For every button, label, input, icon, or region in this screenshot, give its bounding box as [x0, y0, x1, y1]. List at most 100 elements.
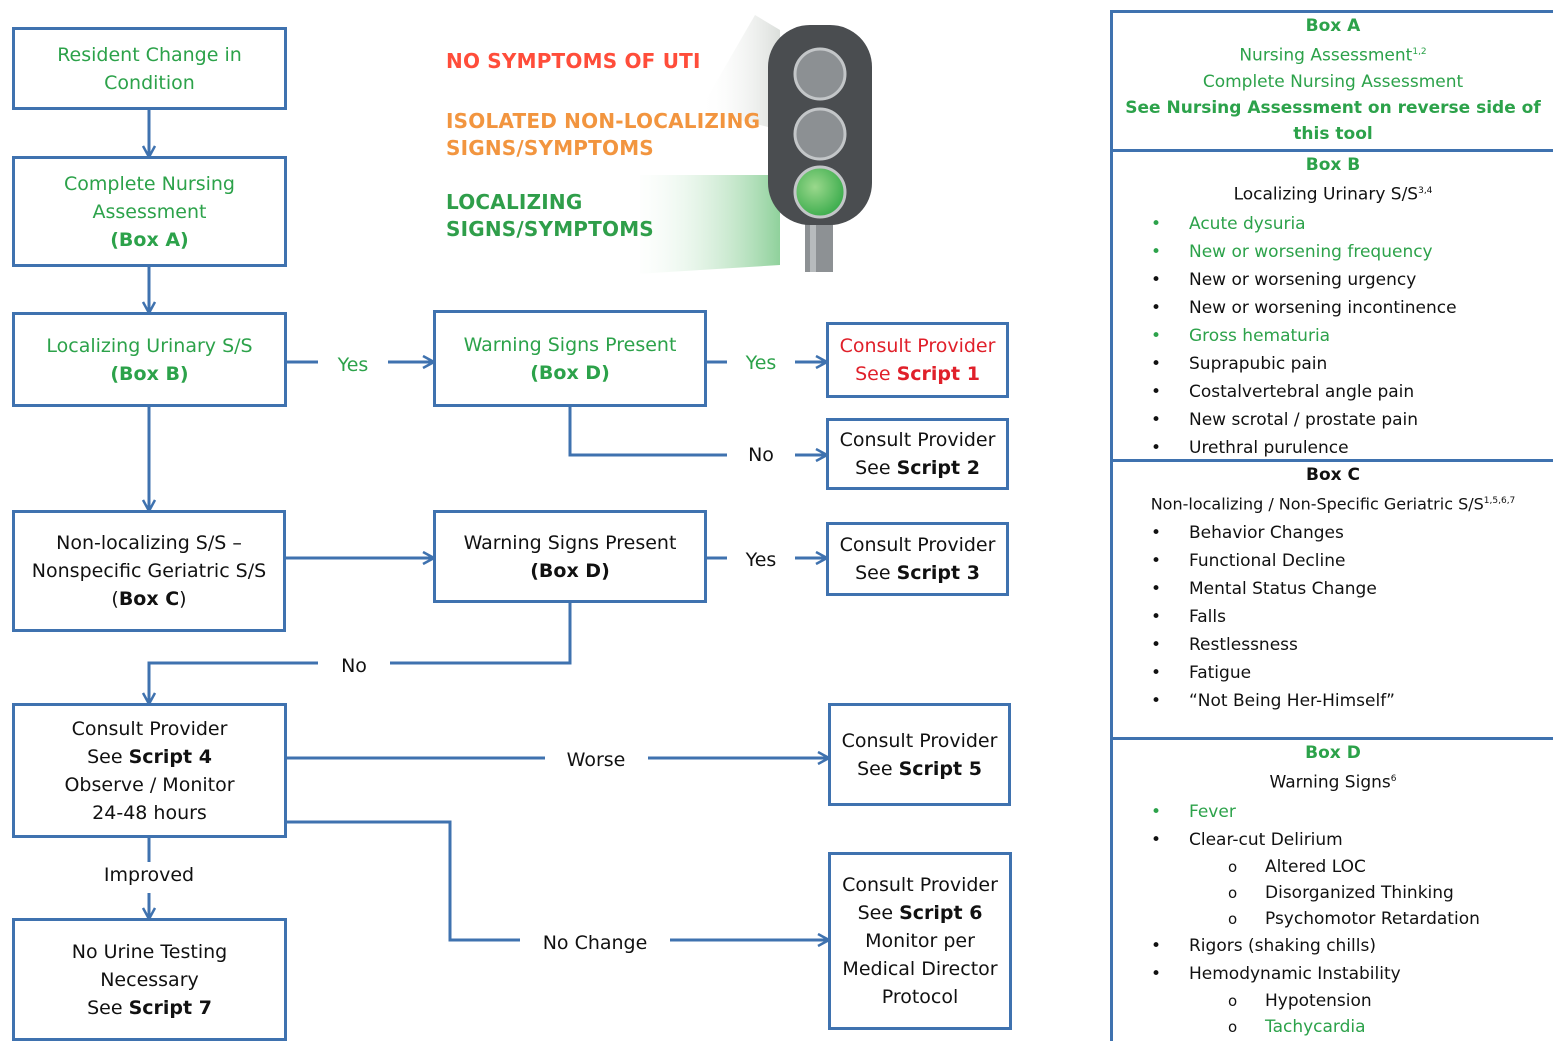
consult5-line2: See Script 5	[857, 755, 982, 783]
label-yes-3: Yes	[745, 549, 777, 571]
legend-isolated-line2: SIGNS/SYMPTOMS	[446, 136, 654, 160]
consult3-box: Consult Provider See Script 3	[826, 522, 1009, 596]
warning2-line1: Warning Signs Present	[463, 531, 677, 554]
box-a-line1-text: Nursing Assessment	[1239, 45, 1413, 66]
legend-localizing: LOCALIZING SIGNS/SYMPTOMS	[446, 189, 654, 243]
box-c-subtitle-text: Non-localizing / Non-Specific Geriatric …	[1150, 494, 1484, 514]
consult3-see: See	[855, 562, 897, 584]
label-yes-2: Yes	[745, 352, 777, 374]
box-b-subtitle-text: Localizing Urinary S/S	[1233, 184, 1419, 205]
box-d-subtitle-sup: 6	[1390, 774, 1397, 784]
consult6-line1: Consult Provider	[842, 874, 998, 896]
consult4-line3: Observe / Monitor	[64, 773, 235, 796]
nonlocalizing-paren-open: (	[111, 588, 119, 610]
warning1-box: Warning Signs Present (Box D)	[433, 310, 707, 407]
nursing-assessment-line1: Complete Nursing	[64, 172, 235, 195]
line-warning2-no	[390, 603, 572, 665]
list-item: New or worsening urgency	[1113, 266, 1553, 294]
list-item: Suprapubic pain	[1113, 350, 1553, 378]
arrow-no-to-consult4	[149, 661, 318, 703]
legend-isolated-line1: ISOLATED NON-LOCALIZING	[446, 109, 761, 133]
list-item: “Not Being Her-Himself”	[1113, 687, 1553, 715]
list-item: Fatigue	[1113, 659, 1553, 687]
consult5-box: Consult Provider See Script 5	[828, 703, 1011, 806]
resident-change-box: Resident Change in Condition	[12, 27, 287, 110]
consult5-line1: Consult Provider	[841, 729, 998, 752]
list-item: Falls	[1113, 603, 1553, 631]
box-b-section: Box B Localizing Urinary S/S3,4 Acute dy…	[1113, 152, 1553, 462]
box-c-section: Box C Non-localizing / Non-Specific Geri…	[1113, 462, 1553, 737]
consult6-line2: See Script 6	[858, 899, 983, 927]
label-no-2: No	[341, 655, 367, 677]
nursing-assessment-box: Complete Nursing Assessment (Box A)	[12, 156, 287, 267]
consult4-box: Consult Provider See Script 4 Observe / …	[12, 703, 287, 838]
box-b-title: Box B	[1305, 155, 1361, 175]
consult6-line3: Monitor per	[865, 930, 975, 952]
consult2-see: See	[855, 457, 897, 479]
list-item: New scrotal / prostate pain	[1113, 406, 1553, 434]
consult6-line5: Protocol	[881, 986, 959, 1008]
consult6-script: Script 6	[899, 902, 983, 924]
box-c-subtitle-sup: 1,5,6,7	[1483, 496, 1516, 506]
nonlocalizing-ref: (Box C)	[111, 585, 186, 613]
legend-localizing-line1: LOCALIZING	[446, 190, 583, 214]
list-item: Behavior Changes	[1113, 519, 1553, 547]
box-a-line1: Nursing Assessment1,2	[1113, 39, 1553, 69]
list-item: Hemodynamic Instability	[1113, 960, 1553, 988]
line-consult4-nochange	[287, 820, 520, 942]
list-item: Gross hematuria	[1113, 322, 1553, 350]
list-item: Urethral purulence	[1113, 434, 1553, 462]
consult2-script: Script 2	[896, 457, 980, 479]
list-item: Functional Decline	[1113, 547, 1553, 575]
flow-connectors	[0, 110, 1100, 1041]
box-d-list: Fever Clear-cut Delirium	[1113, 798, 1553, 854]
label-no-1: No	[748, 444, 774, 466]
box-a-line2: Complete Nursing Assessment	[1202, 71, 1464, 92]
legend-isolated: ISOLATED NON-LOCALIZING SIGNS/SYMPTOMS	[446, 108, 760, 162]
consult6-box: Consult Provider See Script 6 Monitor pe…	[828, 852, 1012, 1030]
list-item: Hypotension	[1113, 988, 1553, 1014]
consult3-line2: See Script 3	[855, 559, 980, 587]
list-item: New or worsening frequency	[1113, 238, 1553, 266]
no-urine-script: Script 7	[128, 996, 212, 1019]
list-item: Rigors (shaking chills)	[1113, 932, 1553, 960]
line-warning1-no	[568, 407, 727, 457]
consult4-see: See	[87, 745, 129, 768]
consult6-see: See	[857, 902, 900, 924]
consult4-line1: Consult Provider	[71, 717, 228, 740]
warning2-box: Warning Signs Present (Box D)	[433, 510, 707, 603]
consult3-line1: Consult Provider	[839, 534, 996, 556]
nonlocalizing-paren-close: )	[179, 588, 187, 610]
box-a-line3: See Nursing Assessment on reverse side o…	[1125, 97, 1541, 144]
box-b-divider	[1113, 459, 1553, 462]
list-item: Mental Status Change	[1113, 575, 1553, 603]
legend-no-symptoms: NO SYMPTOMS OF UTI	[446, 49, 701, 73]
consult4-script: Script 4	[128, 745, 212, 768]
localizing-box: Localizing Urinary S/S (Box B)	[12, 312, 287, 407]
box-d-subtitle-text: Warning Signs	[1269, 772, 1391, 793]
box-d-delirium-sublist: Altered LOC Disorganized Thinking Psycho…	[1113, 854, 1553, 932]
label-yes-1: Yes	[337, 354, 369, 376]
list-item: Acute dysuria	[1113, 210, 1553, 238]
resident-change-text: Resident Change in Condition	[57, 43, 242, 94]
consult1-line1: Consult Provider	[839, 335, 996, 357]
box-d-list-2: Rigors (shaking chills) Hemodynamic Inst…	[1113, 932, 1553, 988]
consult5-script: Script 5	[898, 757, 982, 780]
consult4-line2: See Script 4	[87, 743, 212, 771]
warning1-ref: (Box D)	[530, 361, 610, 384]
warning1-line1: Warning Signs Present	[463, 333, 677, 356]
consult3-script: Script 3	[896, 562, 980, 584]
box-d-title: Box D	[1305, 743, 1361, 763]
list-item: Altered LOC	[1113, 854, 1553, 880]
consult2-line2: See Script 2	[855, 454, 980, 482]
consult1-line2: See Script 1	[855, 360, 980, 388]
localizing-ref: (Box B)	[110, 362, 189, 385]
list-item: Psychomotor Retardation	[1113, 906, 1553, 932]
no-urine-line2: Necessary	[100, 968, 199, 991]
nonlocalizing-line2: Nonspecific Geriatric S/S	[31, 560, 267, 582]
label-improved: Improved	[103, 864, 195, 886]
localizing-line1: Localizing Urinary S/S	[46, 334, 253, 357]
nonlocalizing-box: Non-localizing S/S – Nonspecific Geriatr…	[12, 510, 286, 632]
nursing-assessment-ref: (Box A)	[110, 228, 189, 251]
reference-panel: Box A Nursing Assessment1,2 Complete Nur…	[1110, 10, 1553, 1041]
